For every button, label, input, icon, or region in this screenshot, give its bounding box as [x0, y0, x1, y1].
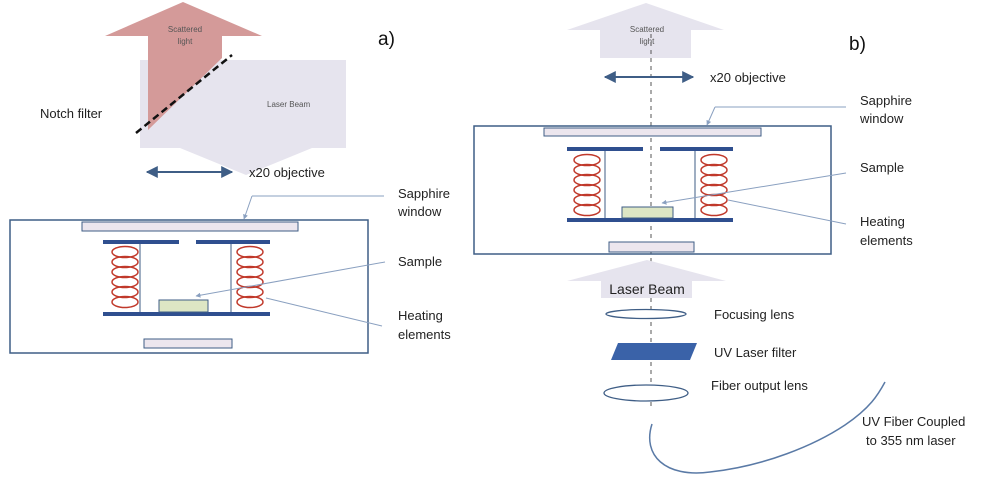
objective-label-b: x20 objective — [710, 70, 786, 85]
window-callout-b2 — [706, 106, 716, 126]
sapphire-window-top-b — [543, 127, 762, 137]
sample-callout-b — [661, 172, 847, 205]
heating-coil-left-a — [111, 245, 139, 309]
laser-beam-label-b: Laser Beam — [609, 281, 684, 297]
heating-coil-right-b — [700, 153, 728, 217]
top-plate-left-b — [567, 147, 643, 151]
focusing-lens — [605, 308, 687, 320]
uv-laser-filter — [611, 343, 697, 360]
panel-a: Scattered light Laser Beam Notch filter … — [9, 2, 451, 354]
sample-callout-a — [195, 261, 386, 298]
scattered-light-label-a2: light — [178, 37, 193, 46]
panel-a-tag: a) — [378, 29, 395, 50]
sapphire-window-label-b1: Sapphire — [860, 93, 912, 108]
notch-filter-label: Notch filter — [40, 106, 103, 121]
laser-beam-label-a: Laser Beam — [267, 100, 310, 109]
heating-label-a1: Heating — [398, 308, 443, 323]
fiber-output-lens-label: Fiber output lens — [711, 378, 808, 393]
top-plate-left-a — [103, 240, 179, 244]
uv-fiber-label-2: to 355 nm laser — [866, 433, 956, 448]
scattered-light-label-b1: Scattered — [630, 25, 664, 34]
sapphire-window-label-b2: window — [859, 111, 904, 126]
bottom-plate-a — [103, 312, 270, 316]
heating-coil-right-a — [236, 245, 264, 309]
uv-fiber-label-1: UV Fiber Coupled — [862, 414, 965, 429]
top-plate-right-a — [196, 240, 270, 244]
bottom-plate-b — [567, 218, 733, 222]
heating-callout-a — [265, 297, 383, 327]
heating-coil-left-b — [573, 153, 601, 217]
scattered-light-arrow-a — [105, 2, 262, 130]
sample-label-b: Sample — [860, 160, 904, 175]
focusing-lens-label: Focusing lens — [714, 307, 795, 322]
sample-label-a: Sample — [398, 254, 442, 269]
heating-callout-b — [727, 199, 847, 225]
sapphire-window-label-a2: window — [397, 204, 442, 219]
heating-label-b2: elements — [860, 233, 913, 248]
scattered-light-arrow-b — [567, 3, 724, 58]
notch-filter-line — [135, 54, 233, 134]
sample-a — [158, 299, 209, 313]
panel-b: Scattered light b) x20 objective — [473, 3, 965, 474]
uv-laser-filter-label: UV Laser filter — [714, 345, 797, 360]
fiber-output-lens — [603, 384, 689, 402]
top-plate-right-b — [660, 147, 733, 151]
laser-beam-arrow-b — [567, 260, 726, 298]
sapphire-window-top-a — [81, 221, 299, 232]
sapphire-window-label-a1: Sapphire — [398, 186, 450, 201]
furnace-chamber-b — [473, 125, 832, 255]
objective-label-a: x20 objective — [249, 165, 325, 180]
sapphire-window-bottom-b — [608, 241, 695, 253]
sapphire-window-bottom-a — [143, 338, 233, 349]
uv-fiber-cable — [649, 381, 886, 474]
sample-b — [621, 206, 674, 219]
panel-b-tag: b) — [849, 34, 866, 55]
scattered-light-label-b2: light — [640, 37, 655, 46]
heating-label-a2: elements — [398, 327, 451, 342]
window-callout-a2 — [243, 195, 253, 220]
furnace-chamber-a — [9, 219, 369, 354]
heating-label-b1: Heating — [860, 214, 905, 229]
scattered-light-label-a1: Scattered — [168, 25, 202, 34]
